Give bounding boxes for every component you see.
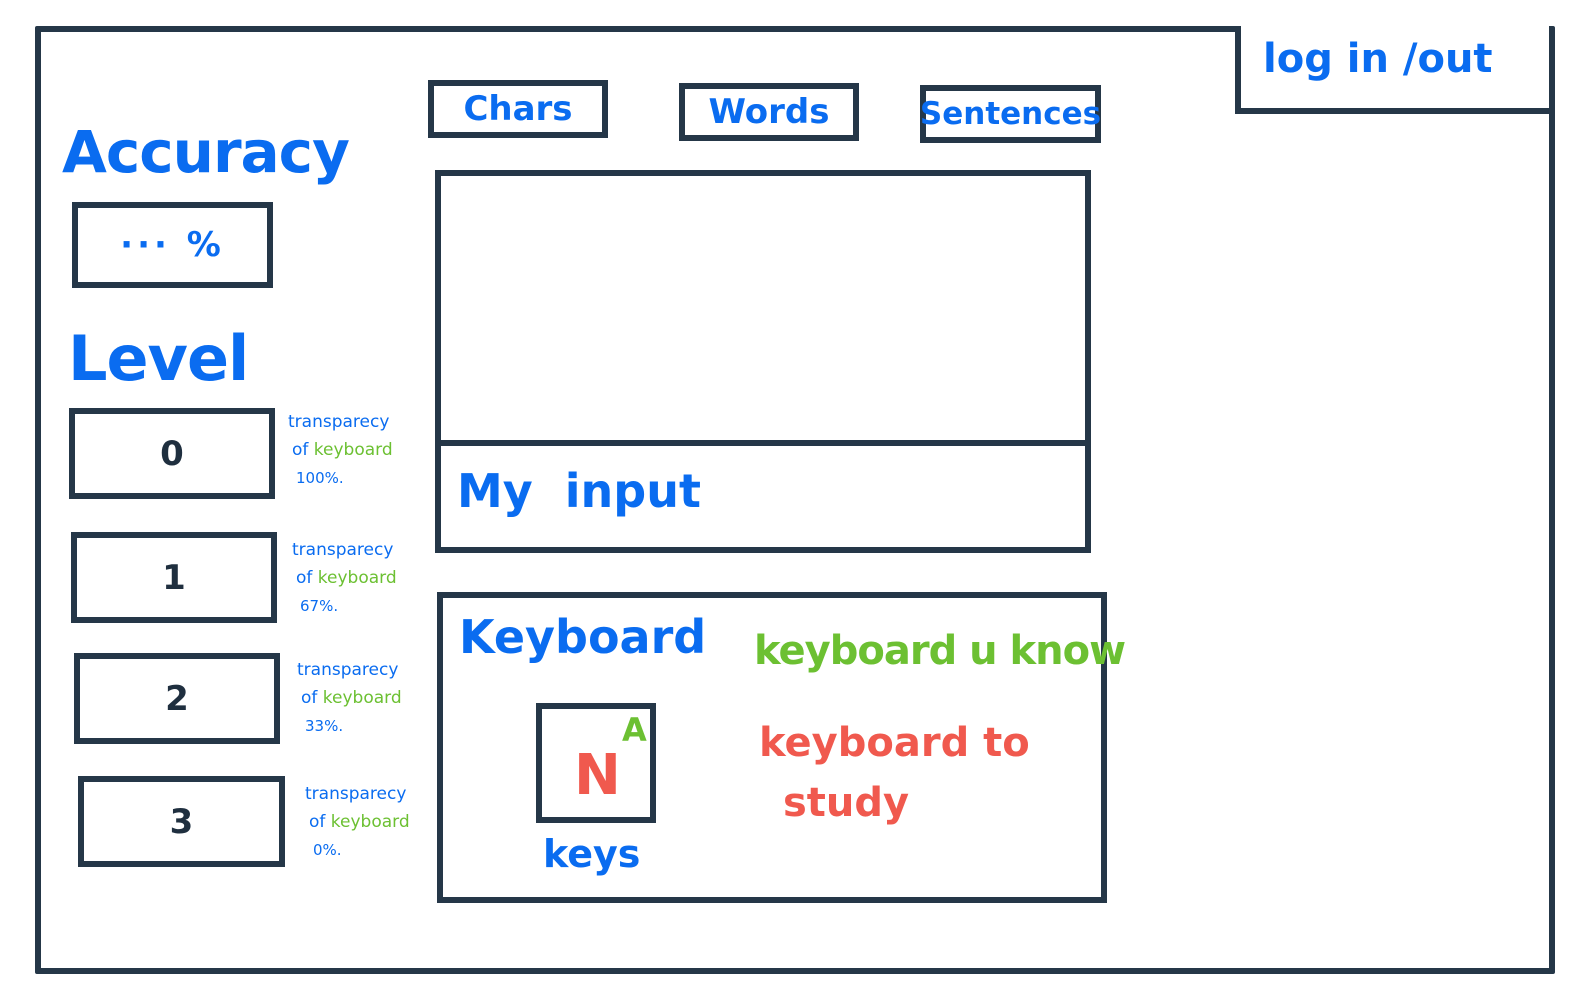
level-3-note-of: of — [309, 812, 326, 832]
keyboard-title: Keyboard — [459, 610, 707, 664]
legend-study-keys-line2: study — [783, 780, 910, 826]
app-frame — [35, 26, 1555, 974]
level-0-note-line1: transparecy — [288, 412, 390, 432]
level-3-note-percent: 0%. — [313, 841, 342, 859]
level-2-note-of: of — [301, 688, 318, 708]
level-3-note-keyboard: keyboard — [330, 812, 410, 832]
tab-chars[interactable]: Chars — [428, 80, 608, 138]
panel-divider — [441, 440, 1085, 446]
tab-words[interactable]: Words — [679, 83, 859, 141]
level-1-note-of: of — [296, 568, 313, 588]
level-2-button[interactable]: 2 — [74, 653, 280, 744]
text-panel: My input — [435, 170, 1091, 553]
tab-sentences[interactable]: Sentences — [920, 85, 1101, 143]
level-3-note-line1: transparecy — [305, 784, 407, 804]
level-1-note: transparecy of keyboard 67%. — [292, 536, 397, 620]
level-0-note-percent: 100%. — [296, 469, 344, 487]
target-text-area — [441, 176, 1085, 440]
level-3-button[interactable]: 3 — [78, 776, 285, 867]
keys-label: keys — [543, 832, 641, 876]
level-3-note: transparecy of keyboard 0%. — [305, 780, 410, 864]
level-2-note-keyboard: keyboard — [322, 688, 402, 708]
accuracy-value: ··· % — [120, 225, 225, 265]
level-0-note: transparecy of keyboard 100%. — [288, 408, 393, 492]
level-1-note-line1: transparecy — [292, 540, 394, 560]
level-1-note-percent: 67%. — [300, 597, 339, 615]
level-0-button[interactable]: 0 — [69, 408, 275, 499]
level-0-note-of: of — [292, 440, 309, 460]
level-2-note-percent: 33%. — [305, 717, 344, 735]
level-2-note: transparecy of keyboard 33%. — [297, 656, 402, 740]
accuracy-heading: Accuracy — [62, 118, 350, 186]
my-input-label: My input — [457, 464, 701, 518]
legend-study-keys-line1: keyboard to — [759, 720, 1030, 766]
level-0-note-keyboard: keyboard — [313, 440, 393, 460]
level-1-button[interactable]: 1 — [71, 532, 277, 623]
legend-known-keys: keyboard u know — [754, 628, 1126, 674]
key-main-char: N — [574, 743, 621, 808]
level-heading: Level — [68, 322, 249, 395]
key-sup-char: A — [622, 711, 647, 749]
accuracy-display: ··· % — [72, 202, 273, 288]
keyboard-key[interactable]: N A — [536, 703, 656, 823]
my-input-field[interactable]: My input — [441, 446, 1085, 547]
level-1-note-keyboard: keyboard — [317, 568, 397, 588]
level-2-note-line1: transparecy — [297, 660, 399, 680]
login-logout-button[interactable]: log in /out — [1235, 26, 1549, 114]
login-logout-label: log in /out — [1263, 36, 1493, 82]
